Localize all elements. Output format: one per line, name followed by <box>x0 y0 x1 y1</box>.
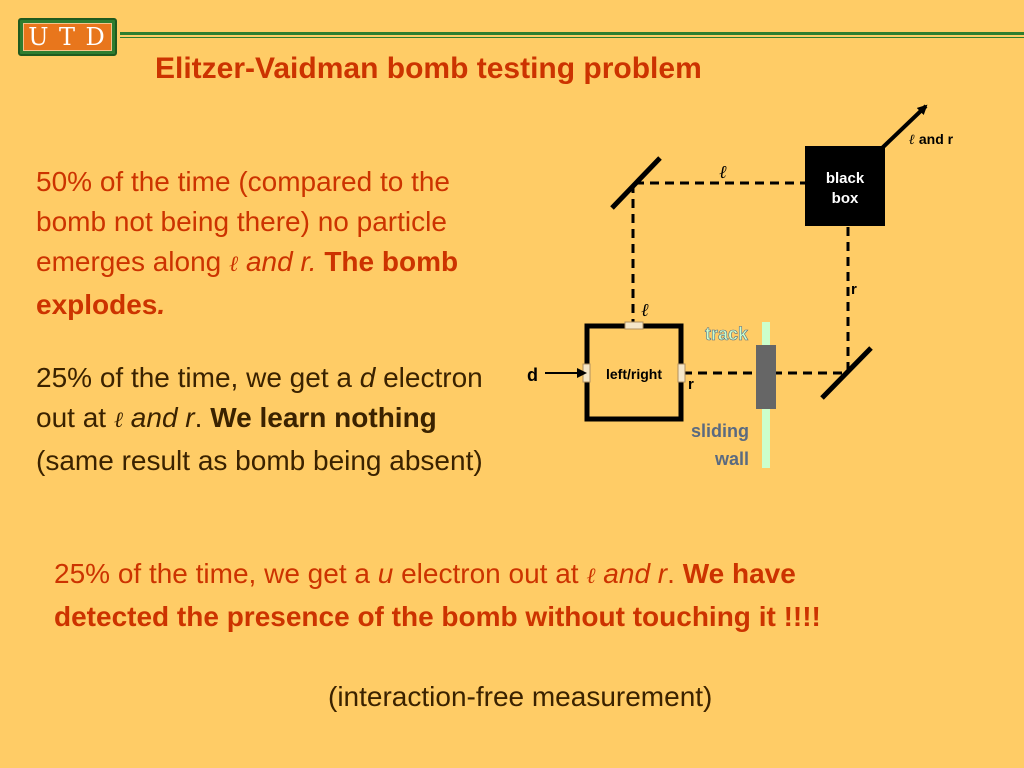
sliding-wall <box>756 345 776 409</box>
p3-bold: We have detected the presence of the bom… <box>54 558 821 632</box>
p1-end: . <box>157 289 166 320</box>
port-top <box>624 321 644 330</box>
input-label: d <box>527 365 538 385</box>
p1-bold: The bomb explodes <box>36 246 459 320</box>
logo-letter-t: T <box>58 23 77 51</box>
header-rule-thin <box>120 37 1024 38</box>
slide-title: Elitzer-Vaidman bomb testing problem <box>155 52 702 85</box>
mirror-top-left <box>610 156 662 210</box>
path-label-ell-top: ℓ <box>719 162 727 183</box>
logo-letter-d: D <box>85 23 107 51</box>
p2-d: d <box>359 362 376 393</box>
p3-text2: electron out at <box>393 558 587 589</box>
p2-text2: electron out at <box>36 362 483 433</box>
wall-label-line2: wall <box>714 449 749 469</box>
logo-letter-u: U <box>28 23 51 51</box>
output-label-rest: and r <box>915 131 954 147</box>
p3-text1: 25% of the time, we get a <box>54 558 378 589</box>
path-label-ell-left: ℓ <box>641 300 649 321</box>
black-box-label-line2: box <box>832 190 859 207</box>
paragraph-learn-nothing: 25% of the time, we get a d electron out… <box>36 358 516 481</box>
path-label-r-box: r <box>688 376 694 393</box>
mirror-bottom-right <box>820 346 873 400</box>
p1-text: 50% of the time (compared to the bomb no… <box>36 166 450 277</box>
utd-logo: U T D <box>18 18 117 56</box>
output-arrow <box>878 104 928 152</box>
splitter-label: left/right <box>606 366 662 382</box>
p2-bold: We learn nothing <box>210 402 437 433</box>
p2-ell: ℓ <box>113 408 124 433</box>
port-right <box>677 363 686 383</box>
track-label: track <box>705 324 749 344</box>
p2-text1: 25% of the time, we get a <box>36 362 360 393</box>
paragraph-bomb-explodes: 50% of the time (compared to the bomb no… <box>36 162 516 325</box>
p3-ell: ℓ <box>586 564 596 589</box>
wall-label-line1: sliding <box>691 421 749 441</box>
paragraph-interaction-free: (interaction-free measurement) <box>328 681 713 712</box>
header-rule <box>120 32 1024 35</box>
p1-ell: ℓ <box>229 252 239 277</box>
p3-dot: . <box>667 558 683 589</box>
p2-text3: (same result as bomb being absent) <box>36 445 483 476</box>
p3-and-r: and r <box>595 558 668 589</box>
p1-r: r. <box>300 246 317 277</box>
path-label-r-right: r <box>851 281 857 298</box>
output-label: ℓ and r <box>909 131 954 148</box>
black-box-label-line1: black <box>826 170 865 187</box>
p1-and: and <box>238 246 293 277</box>
output-label-ell: ℓ <box>909 132 915 148</box>
p2-and-r: and r <box>123 402 195 433</box>
black-box <box>805 146 885 226</box>
p2-dot: . <box>194 402 211 433</box>
p3-u: u <box>377 558 394 589</box>
paragraph-bomb-detected: 25% of the time, we get a u electron out… <box>54 554 904 637</box>
